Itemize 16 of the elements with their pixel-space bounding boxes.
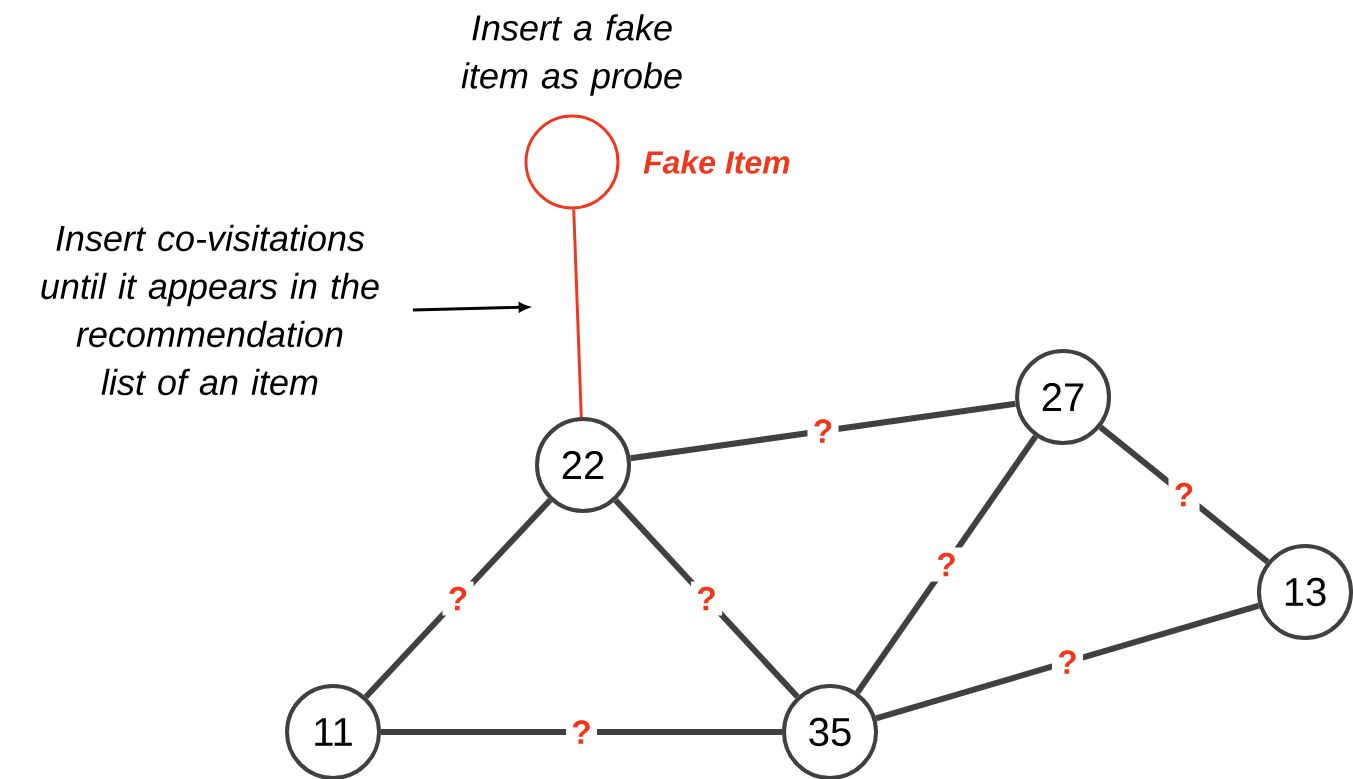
edge-label: ? bbox=[566, 715, 597, 749]
connector bbox=[854, 434, 1039, 695]
connector bbox=[875, 602, 1260, 722]
edge-label: ? bbox=[807, 414, 839, 448]
edge-label: ? bbox=[931, 547, 962, 582]
heading-text: Insert a fake item as probe bbox=[461, 14, 682, 96]
item-circle bbox=[524, 114, 620, 210]
edge-label: ? bbox=[442, 581, 474, 616]
connector bbox=[630, 400, 1016, 462]
note-text: Insert co-visitations until it appears in the recommendation list of an item bbox=[41, 224, 379, 396]
arrow bbox=[412, 302, 529, 313]
edge-label: ? bbox=[1052, 645, 1083, 679]
edge-label: ? bbox=[691, 581, 722, 616]
edge-label: ? bbox=[1168, 477, 1200, 512]
connector bbox=[572, 209, 583, 418]
node-caption: Fake Item bbox=[643, 150, 790, 174]
